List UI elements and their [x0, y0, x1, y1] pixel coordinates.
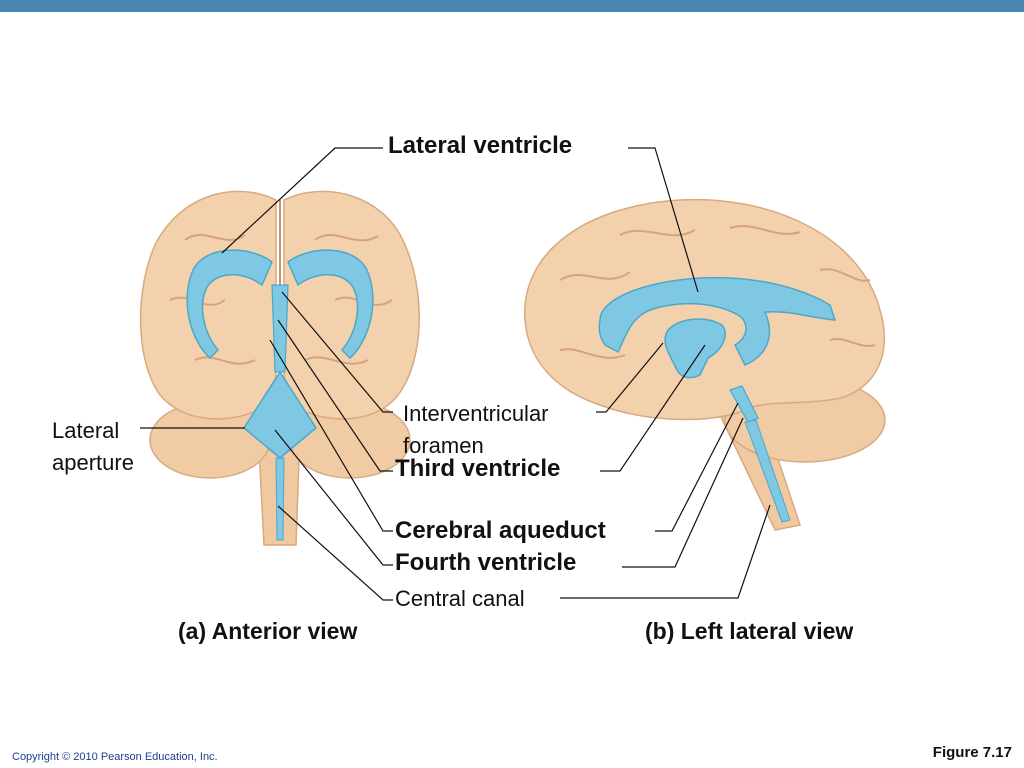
leader-fourth-ventricle-right [622, 417, 744, 568]
leader-lines [140, 147, 771, 601]
lateral-brain [524, 198, 886, 531]
label-lateral-aperture-line2: aperture [52, 450, 134, 475]
leader-aqueduct-right [655, 402, 739, 532]
leader-aqueduct-left [269, 339, 393, 532]
copyright-notice: Copyright © 2010 Pearson Education, Inc. [12, 751, 218, 763]
leader-lateral-ventricle-right [628, 147, 699, 293]
leader-third-ventricle-right [600, 344, 706, 472]
label-fourth-ventricle: Fourth ventricle [395, 549, 577, 576]
label-cerebral-aqueduct: Cerebral aqueduct [395, 517, 606, 544]
leader-interventricular-left [281, 291, 393, 413]
top-accent-bar [0, 0, 1024, 12]
label-lateral-aperture-line1: Lateral [52, 418, 120, 443]
anterior-brain [139, 190, 420, 546]
label-third-ventricle: Third ventricle [395, 455, 561, 482]
figure-number: Figure 7.17 [932, 744, 1012, 761]
label-lateral-ventricle: Lateral ventricle [388, 132, 573, 159]
leader-central-canal-left [277, 505, 393, 601]
leader-fourth-ventricle-left [274, 429, 393, 566]
caption-anterior-view: (a) Anterior view [178, 618, 358, 644]
leader-third-ventricle-left [277, 319, 393, 472]
leader-interventricular-right [596, 342, 664, 413]
label-central-canal: Central canal [395, 586, 525, 611]
caption-left-lateral-view: (b) Left lateral view [645, 618, 854, 644]
label-interventricular-line1: Interventricular [403, 401, 549, 426]
label-interventricular-line2: foramen [403, 433, 484, 458]
leader-central-canal-right [560, 504, 771, 599]
leader-lateral-ventricle-left [221, 147, 383, 254]
